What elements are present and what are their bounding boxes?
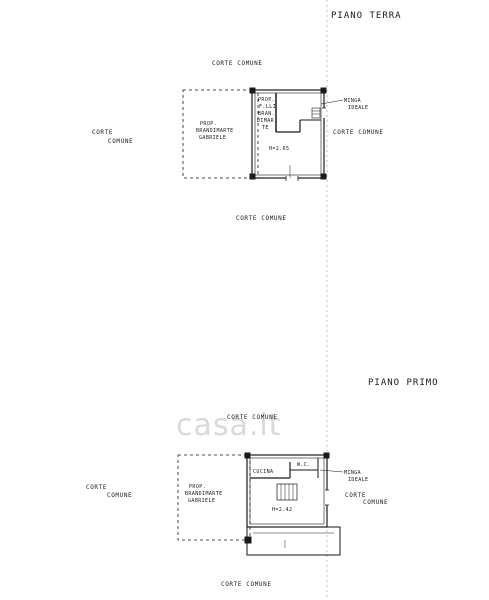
first-owner-2: BRANDIMARTE: [185, 491, 223, 497]
first-pointer: [319, 469, 344, 473]
ground-floor-title: PIANO TERRA: [331, 11, 402, 21]
first-label-left-1: CORTE: [86, 484, 108, 491]
first-unit-walls: [246, 454, 328, 528]
first-post-tl: [244, 452, 251, 459]
ground-label-bottom: CORTE COMUNE: [236, 215, 287, 222]
watermark-logo: casa.it: [176, 408, 282, 443]
ground-inner-4: DIMAR.: [257, 118, 278, 124]
first-label-right-1: CORTE: [345, 492, 367, 499]
ground-owner-2: BRANDIMARTE: [196, 128, 234, 134]
first-post-bl: [244, 536, 252, 544]
ground-inner-5: TE: [262, 125, 269, 131]
ground-stair: [311, 107, 321, 119]
ground-label-right: CORTE COMUNE: [333, 129, 384, 136]
ground-post-tl: [249, 87, 256, 94]
first-wc: W.C.: [297, 462, 311, 468]
first-owner-3: GABRIELE: [188, 498, 216, 504]
ground-inner-wall: [254, 92, 322, 176]
first-inner-wall: [249, 457, 325, 525]
ground-floor-plan: [182, 87, 344, 181]
first-label-top: CORTE COMUNE: [227, 414, 278, 421]
ground-label-left-1: CORTE: [92, 129, 114, 136]
ground-post-tr: [320, 87, 327, 94]
ground-inner-3: BRAN.: [258, 111, 276, 117]
ground-inner-1: PROP.: [258, 97, 276, 103]
first-kitchen: CUCINA: [253, 469, 274, 475]
first-floor-plan: [177, 452, 344, 556]
ground-inner-2: F.LLI: [259, 104, 277, 110]
ground-post-br: [320, 173, 327, 180]
first-owner-1: PROP.: [189, 484, 207, 490]
first-terrace: [246, 526, 341, 556]
first-label-left-2: COMUNE: [107, 492, 133, 499]
first-floor-title: PIANO PRIMO: [368, 378, 439, 388]
ground-neighbour-outline: [182, 89, 259, 179]
first-stair: [276, 483, 298, 501]
first-label-bottom: CORTE COMUNE: [221, 581, 272, 588]
ground-height: H=2.65: [269, 146, 290, 152]
watermark-text: casa.it: [176, 408, 282, 443]
ground-owner-1: PROP.: [200, 121, 218, 127]
first-wall-1: MINGA: [344, 470, 362, 476]
ground-post-bl: [249, 173, 256, 180]
first-height: H=2.42: [272, 507, 293, 513]
first-wall-2: IDEALE: [348, 477, 369, 483]
ground-owner-3: GABRIELE: [199, 135, 227, 141]
ground-wall-2: IDEALE: [348, 105, 369, 111]
ground-wall-1: MINGA: [344, 98, 362, 104]
ground-label-left-2: COMUNE: [108, 138, 134, 145]
first-post-tr: [323, 452, 330, 459]
ground-pointer: [320, 99, 344, 105]
ground-label-top: CORTE COMUNE: [212, 60, 263, 67]
first-label-right-2: COMUNE: [363, 499, 389, 506]
